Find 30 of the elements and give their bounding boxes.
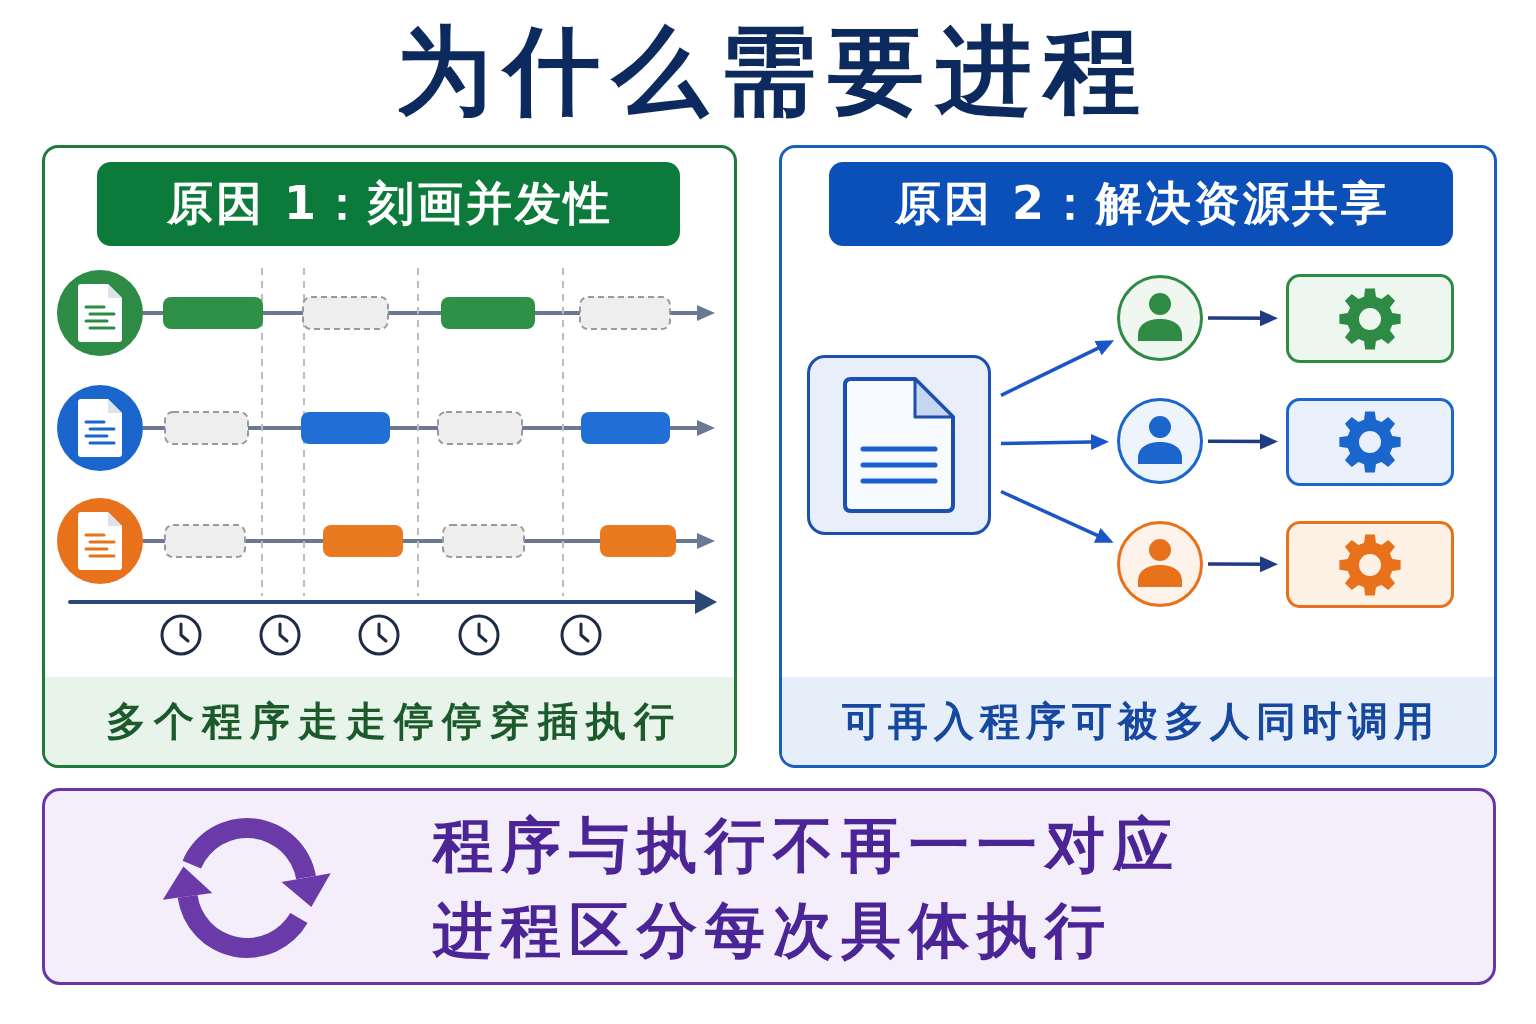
process-card [1286, 521, 1454, 608]
arrow [1000, 340, 1115, 397]
program-circle [57, 385, 143, 471]
heading-banner [97, 162, 680, 246]
program-circle [57, 498, 143, 584]
user-circle [1117, 275, 1203, 361]
user-circle [1117, 398, 1203, 484]
summary-text: 程序与执行不再一一对应 [431, 809, 1181, 881]
panel [779, 145, 1497, 768]
arrow [1208, 310, 1278, 327]
process-card [1286, 274, 1454, 363]
user-circle [1117, 521, 1203, 607]
caption-band [45, 677, 734, 765]
caption-band [782, 677, 1494, 765]
heading-banner [829, 162, 1453, 246]
document-card [807, 355, 991, 535]
program-circle [57, 270, 143, 356]
panel [42, 145, 737, 768]
arrow [1208, 433, 1278, 450]
panel-heading: 原因 1：刻画并发性 [165, 176, 613, 232]
process-card [1286, 398, 1454, 486]
panel-caption: 可再入程序可被多人同时调用 [841, 697, 1440, 745]
summary-panel [42, 788, 1496, 985]
arrow [1000, 434, 1109, 451]
panel-heading: 原因 2：解决资源共享 [893, 176, 1390, 232]
page-title: 为什么需要进程 [395, 14, 1152, 129]
summary-text: 进程区分每次具体执行 [431, 894, 1113, 966]
arrow [1208, 556, 1278, 573]
panel-caption: 多个程序走走停停穿插执行 [104, 697, 682, 745]
arrow [1000, 489, 1114, 543]
